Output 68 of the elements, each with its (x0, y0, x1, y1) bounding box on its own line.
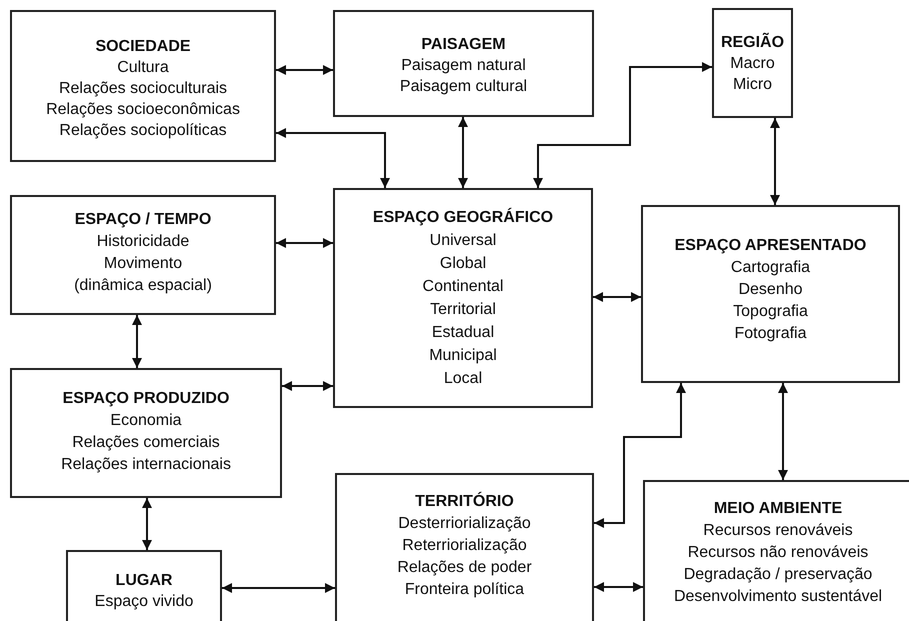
box-heading: PAISAGEM (421, 35, 506, 55)
concept-box (335, 473, 594, 621)
box-heading: TERRITÓRIO (415, 491, 514, 512)
box-item: Desenvolvimento sustentável (674, 587, 882, 607)
box-item: Reterriorialização (402, 536, 527, 556)
box-heading: ESPAÇO PRODUZIDO (62, 389, 230, 409)
box-item: Paisagem cultural (400, 77, 528, 97)
box-item: Espaço vivido (94, 592, 194, 612)
arrow (778, 383, 788, 480)
concept-box (333, 10, 594, 117)
concept-box (641, 205, 900, 383)
box-item: (dinâmica espacial) (74, 276, 212, 296)
box-item: Relações sociopolíticas (59, 121, 227, 141)
box-heading: REGIÃO (720, 32, 784, 53)
arrow (593, 292, 641, 302)
box-item: Paisagem natural (401, 56, 526, 76)
arrow (276, 128, 390, 188)
box-item: Desterriorialização (398, 514, 531, 534)
box-item: Historicidade (96, 232, 190, 252)
box-item: Degradação / preservação (684, 565, 872, 585)
concept-box (10, 195, 276, 315)
box-item: Continental (422, 277, 504, 297)
concept-box (643, 480, 909, 621)
box-item: Fronteira política (404, 580, 524, 600)
box-item: Relações internacionais (61, 455, 231, 475)
concept-box (66, 550, 222, 621)
arrow (594, 582, 643, 592)
box-heading: SOCIEDADE (95, 37, 191, 57)
box-item: Recursos renováveis (703, 521, 853, 541)
arrow (458, 117, 468, 188)
box-heading: ESPAÇO APRESENTADO (674, 236, 866, 256)
arrow (222, 583, 335, 593)
arrow (276, 238, 333, 248)
box-item: Global (440, 254, 486, 274)
arrow (132, 315, 142, 368)
arrow (282, 381, 333, 391)
arrow (142, 498, 152, 550)
box-item: Topografia (733, 302, 808, 322)
box-item: Fotografia (734, 324, 807, 344)
arrow (594, 383, 686, 528)
box-heading: MEIO AMBIENTE (714, 499, 842, 519)
concept-box (333, 188, 593, 408)
box-item: Relações socioculturais (58, 79, 228, 99)
box-item: Estadual (432, 323, 494, 343)
box-item: Relações comerciais (72, 433, 220, 453)
box-item: Universal (430, 231, 496, 251)
concept-box (10, 368, 282, 498)
box-item: Cultura (117, 58, 169, 78)
box-item: Cartografia (730, 258, 810, 278)
arrow (276, 65, 333, 75)
box-item: Territorial (430, 300, 496, 320)
box-item: Desenho (738, 280, 803, 300)
box-item: Relações de poder (397, 558, 532, 578)
box-heading: ESPAÇO GEOGRÁFICO (372, 206, 554, 228)
box-item: Micro (732, 75, 772, 95)
box-item: Local (444, 369, 482, 389)
box-heading: ESPAÇO / TEMPO (74, 210, 212, 230)
box-item: Economia (110, 411, 182, 431)
concept-box (10, 10, 276, 162)
box-item: Relações socioeconômicas (46, 100, 240, 120)
arrow (533, 62, 712, 188)
box-item: Movimento (104, 254, 182, 274)
box-item: Macro (730, 54, 775, 74)
box-item: Recursos não renováveis (688, 543, 868, 563)
box-item: Municipal (429, 346, 497, 366)
arrow (770, 118, 780, 205)
concept-box (712, 8, 793, 118)
box-heading: LUGAR (116, 571, 172, 591)
